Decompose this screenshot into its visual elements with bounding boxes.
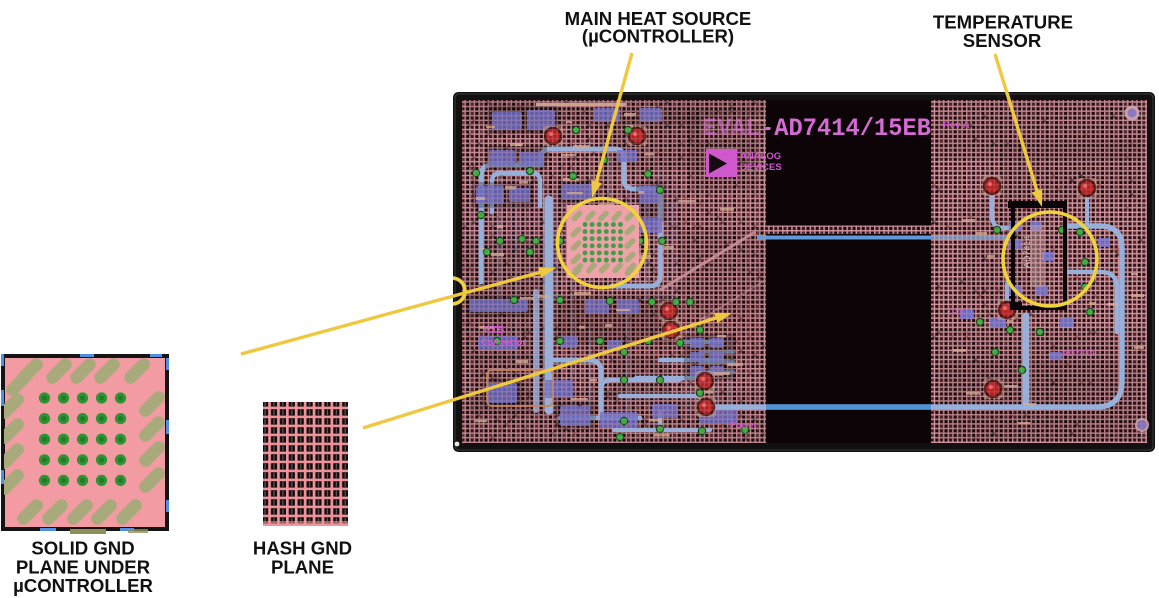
svg-text:TP4: TP4 [947,308,962,317]
svg-text:Connector: Connector [481,337,526,347]
svg-text:DEVICES: DEVICES [740,162,782,173]
svg-text:AD7414: AD7414 [1062,348,1095,358]
svg-text:AD7414: AD7414 [1022,235,1032,268]
svg-text:TEMPERATURE: TEMPERATURE [933,12,1073,33]
svg-text:Power: Power [730,420,758,430]
svg-text:µCONTROLLER: µCONTROLLER [13,575,153,596]
svg-text:MAIN HEAT SOURCE: MAIN HEAT SOURCE [565,8,752,29]
svg-text:HASH GND: HASH GND [253,538,352,559]
svg-text:PLANE: PLANE [271,556,334,577]
svg-text:SENSOR: SENSOR [963,30,1042,51]
svg-text:RTB: RTB [484,325,505,336]
svg-text:(µCONTROLLER): (µCONTROLLER) [582,26,734,47]
svg-text:SOLID GND: SOLID GND [31,538,134,559]
svg-text:ANALOG: ANALOG [740,151,781,162]
svg-text:Rev A: Rev A [943,120,970,131]
svg-text:PLANE UNDER: PLANE UNDER [16,556,151,577]
